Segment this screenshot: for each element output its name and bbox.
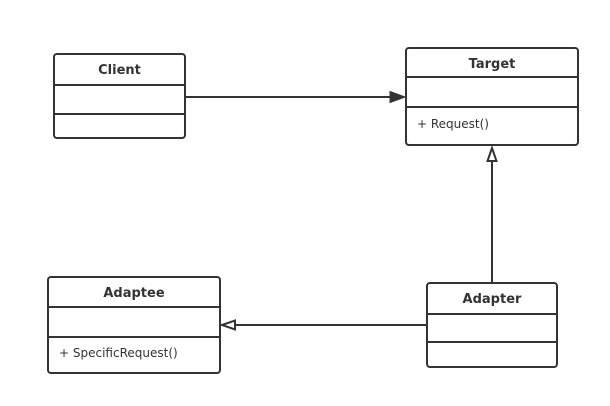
class-method: + Request() [417, 117, 489, 131]
class-name: Adapter [463, 292, 522, 307]
hollow-triangle-arrowhead-icon [486, 144, 498, 162]
filled-arrowhead-icon [389, 90, 407, 104]
hollow-triangle-arrowhead-icon [218, 319, 236, 331]
class-box-adaptee[interactable]: Adaptee + SpecificRequest() [47, 276, 221, 374]
class-box-target[interactable]: Target + Request() [405, 47, 579, 146]
class-name: Client [98, 63, 141, 78]
relation-adapter-target [486, 144, 498, 283]
class-name: Adaptee [103, 286, 164, 301]
relation-client-target [185, 90, 407, 104]
relation-adapter-adaptee [218, 319, 427, 331]
class-box-client[interactable]: Client [53, 53, 186, 139]
class-box-adapter[interactable]: Adapter [426, 282, 558, 368]
class-method: + SpecificRequest() [59, 346, 178, 360]
class-name: Target [469, 57, 516, 72]
